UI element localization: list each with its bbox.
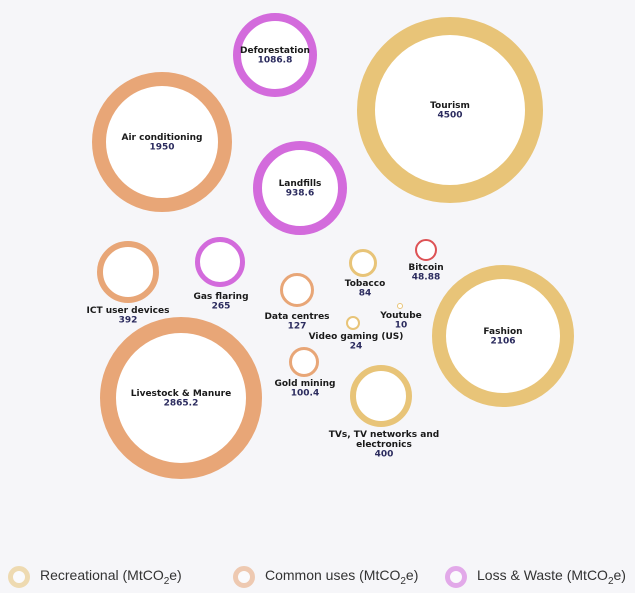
bubble-value: 265 [212, 302, 231, 312]
bubble-label: ICT user devices [87, 306, 170, 316]
bubble-label: Landfills [279, 179, 322, 189]
bubble-label: Data centres [264, 312, 329, 322]
bubble-landfills[interactable] [253, 141, 347, 235]
legend-swatch [8, 566, 30, 588]
bubble-value: 127 [288, 322, 307, 332]
bubble-fashion[interactable] [432, 265, 574, 407]
bubble-data-centres[interactable] [280, 273, 314, 307]
bubble-tourism[interactable] [357, 17, 543, 203]
legend: Recreational (MtCO2e) Common uses (MtCO2e… [8, 562, 635, 592]
bubble-label: Fashion [483, 327, 522, 337]
bubble-value: 2106 [490, 337, 515, 347]
bubble-value: 392 [119, 316, 138, 326]
legend-item-loss[interactable]: Loss & Waste (MtCO2e) [445, 562, 626, 592]
bubble-label: Bitcoin [408, 263, 443, 273]
bubble-value: 1950 [149, 143, 174, 153]
bubble-gas-flaring[interactable] [195, 237, 245, 287]
bubble-label: Gold mining [274, 379, 335, 389]
bubble-video-gaming-us-[interactable] [346, 316, 360, 330]
bubble-value: 2865.2 [164, 399, 199, 409]
legend-label: Common uses (MtCO2e) [265, 567, 419, 587]
legend-label: Loss & Waste (MtCO2e) [477, 567, 626, 587]
bubble-label: Gas flaring [193, 292, 248, 302]
bubble-value: 10 [395, 321, 408, 331]
legend-item-common[interactable]: Common uses (MtCO2e) [233, 562, 418, 592]
legend-swatch [233, 566, 255, 588]
bubble-bitcoin[interactable] [415, 239, 437, 261]
bubble-label: Video gaming (US) [309, 332, 404, 342]
bubble-value: 48.88 [412, 273, 440, 283]
bubble-value: 24 [350, 342, 363, 352]
bubble-deforestation[interactable] [233, 13, 317, 97]
bubble-value: 1086.8 [258, 56, 293, 66]
bubble-label: Deforestation [240, 46, 310, 56]
bubble-value: 84 [359, 289, 372, 299]
bubble-label: Youtube [379, 311, 422, 321]
bubble-value: 400 [375, 450, 394, 460]
bubble-label: Livestock & Manure [131, 389, 231, 399]
bubble-livestock-manure[interactable] [100, 317, 262, 479]
bubble-tobacco[interactable] [349, 249, 377, 277]
bubble-air-conditioning[interactable] [92, 72, 232, 212]
bubble-youtube[interactable] [397, 303, 403, 309]
bubble-label: Tourism [430, 101, 470, 111]
bubble-ict-user-devices[interactable] [97, 241, 159, 303]
legend-label: Recreational (MtCO2e) [40, 567, 182, 587]
bubble-label: Tobacco [345, 279, 386, 289]
legend-swatch [445, 566, 467, 588]
bubble-label: Air conditioning [122, 133, 203, 143]
legend-item-recreational[interactable]: Recreational (MtCO2e) [8, 562, 182, 592]
bubble-tvs-tv-networks-and-electronics[interactable] [350, 365, 412, 427]
bubble-value: 938.6 [286, 189, 314, 199]
bubble-value: 100.4 [291, 389, 319, 399]
bubble-value: 4500 [437, 111, 462, 121]
bubble-gold-mining[interactable] [289, 347, 319, 377]
